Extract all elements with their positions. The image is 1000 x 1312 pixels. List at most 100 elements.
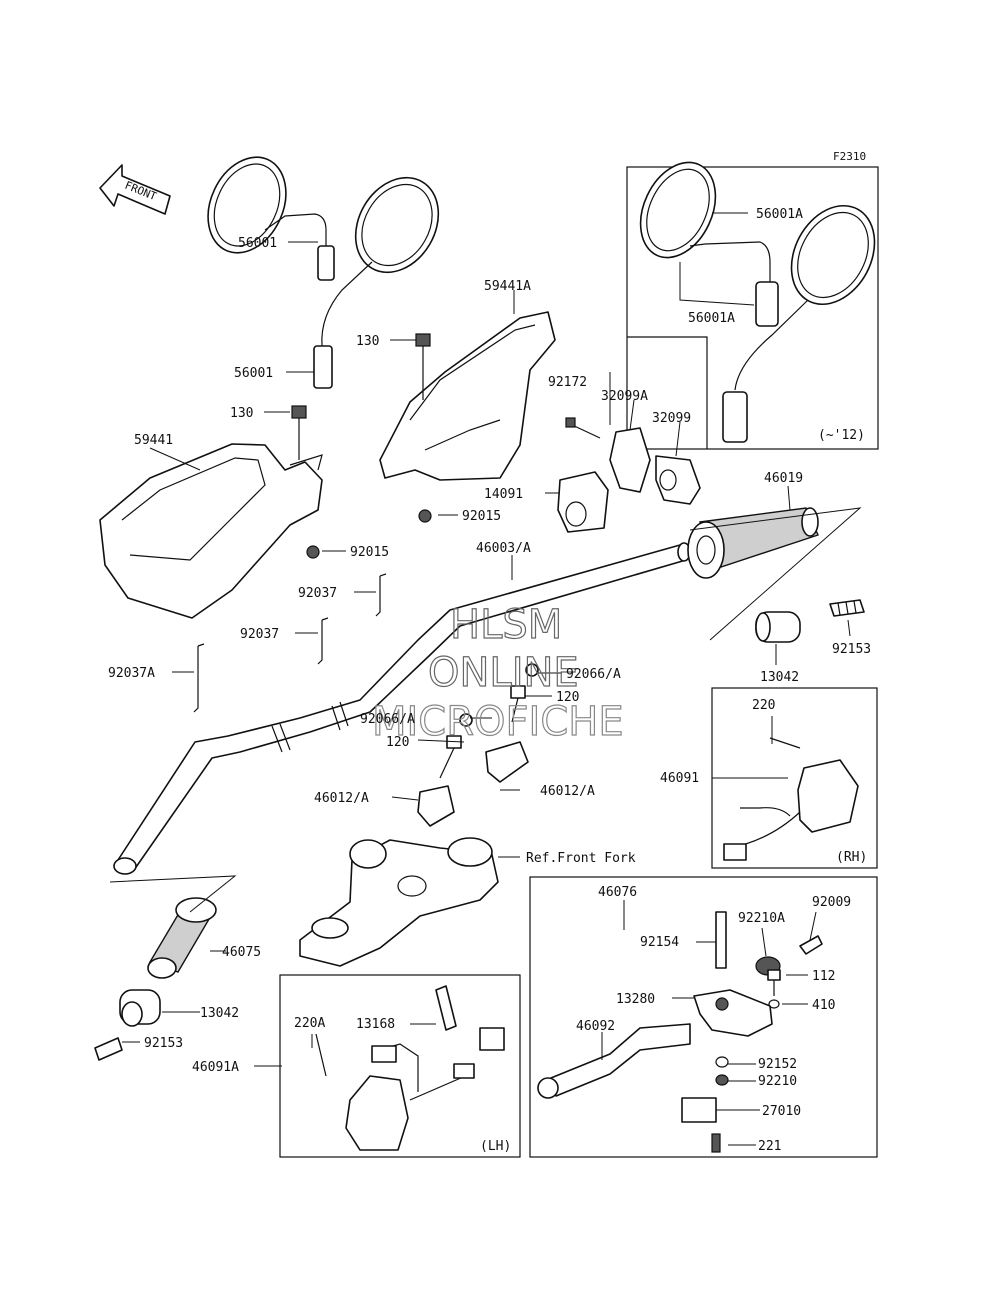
label-46019: 46019 [764,471,803,486]
label-92037-lower: 92037 [240,627,279,642]
washer-410 [768,999,780,1009]
nut-92015-lower [306,545,320,559]
label-46012-upper: 46012/A [540,784,595,799]
diagram-code: F2310 [833,150,866,163]
mirror-variant-box [626,166,879,450]
mirror-56001-lower [313,176,440,389]
mirror-56001A-left [639,161,779,327]
label-ref-front-fork: Ref.Front Fork [526,851,636,866]
label-130-lower: 130 [230,406,253,421]
lever-holder-13280 [693,989,773,1037]
bracket-13168 [435,985,457,1031]
watermark-line-3: MICROFICHE [372,699,624,745]
label-120-upper: 120 [556,690,579,705]
holder-46012-upper [485,741,529,783]
label-13168: 13168 [356,1017,395,1032]
label-92210A: 92210A [738,911,785,926]
hand-guard-59441A [379,311,556,481]
grip-callout-frame-left [109,875,237,913]
nut-92066-lower [459,713,473,727]
label-92210: 92210 [758,1074,797,1089]
screw-92153-right [829,599,865,617]
label-56001A-upper: 56001A [756,207,803,222]
label-46092: 46092 [576,1019,615,1034]
watermark: HLSM ONLINE MICROFICHE [371,601,624,745]
label-92037-upper: 92037 [298,586,337,601]
triple-clamp [299,837,499,967]
label-14091: 14091 [484,487,523,502]
label-220A: 220A [294,1016,325,1031]
nut-92066-upper [525,663,539,677]
lh-switch-46091A [315,1027,505,1151]
bolt-120-upper [510,685,526,723]
nut-92015-upper [418,509,432,523]
label-92015-upper: 92015 [462,509,501,524]
label-112: 112 [812,969,835,984]
label-46003: 46003/A [476,541,531,556]
screw-221 [711,1133,721,1153]
bolt-92154 [715,911,727,969]
label-46076: 46076 [598,885,637,900]
hand-guard-59441 [99,443,323,619]
mirror-56001A-right [722,204,876,443]
label-92009: 92009 [812,895,851,910]
label-410: 410 [812,998,835,1013]
label-59441A: 59441A [484,279,531,294]
grip-callout-frame-right [689,507,862,641]
clutch-lever-46092 [537,1023,691,1099]
handlebar-46003 [113,542,691,875]
screw-92153-left [94,1037,123,1061]
label-221: 221 [758,1139,781,1154]
lever-assembly-box [529,876,878,1158]
label-56001A-lower: 56001A [688,311,735,326]
label-92154: 92154 [640,935,679,950]
label-46012-lower: 46012/A [314,791,369,806]
nut-92152 [715,1056,729,1068]
label-lh: (LH) [480,1139,511,1154]
label-92066-lower: 92066/A [360,712,415,727]
label-120-lower: 120 [386,735,409,750]
label-rh: (RH) [836,850,867,865]
label-32099A: 32099A [601,389,648,404]
label-92172: 92172 [548,375,587,390]
leader-lines [122,212,851,1146]
label-92152: 92152 [758,1057,797,1072]
bar-end-13042-right [755,611,801,643]
nut-92210 [715,1074,729,1086]
label-92153-right: 92153 [832,642,871,657]
label-mirror-note: (~'12) [818,428,865,443]
watermark-line-1: HLSM [450,602,562,648]
rh-switch-46091 [723,737,859,861]
bolt-92172 [565,417,601,439]
watermark-line-2: ONLINE [428,650,579,696]
label-92066-upper: 92066/A [566,667,621,682]
screw-92009 [799,935,823,955]
bar-end-13042-left [119,989,161,1027]
switch-27010 [681,1097,717,1123]
label-32099: 32099 [652,411,691,426]
label-92015-lower: 92015 [350,545,389,560]
clip-92037A [193,643,205,713]
label-46075: 46075 [222,945,261,960]
throttle-grip-46019 [687,507,819,579]
front-arrow-icon: FRONT [99,164,171,215]
mirror-box-inner-frame [627,336,708,449]
label-56001-lower: 56001 [234,366,273,381]
clip-92037-lower [317,617,329,665]
label-13280: 13280 [616,992,655,1007]
label-13042-left: 13042 [200,1006,239,1021]
screw-112 [767,969,781,996]
label-220: 220 [752,698,775,713]
holder-46012-lower [417,785,455,827]
label-27010: 27010 [762,1104,801,1119]
throttle-housing-32099A [609,427,651,493]
cover-14091 [557,471,609,533]
part-labels: 56001 56001 56001A 56001A (~'12) 59441A … [108,207,871,1154]
label-46091: 46091 [660,771,699,786]
label-92037A: 92037A [108,666,155,681]
left-grip-46075 [147,897,217,979]
mirror-56001-upper [207,156,335,281]
bolt-130-lower [291,405,307,460]
throttle-housing-32099 [655,455,701,505]
